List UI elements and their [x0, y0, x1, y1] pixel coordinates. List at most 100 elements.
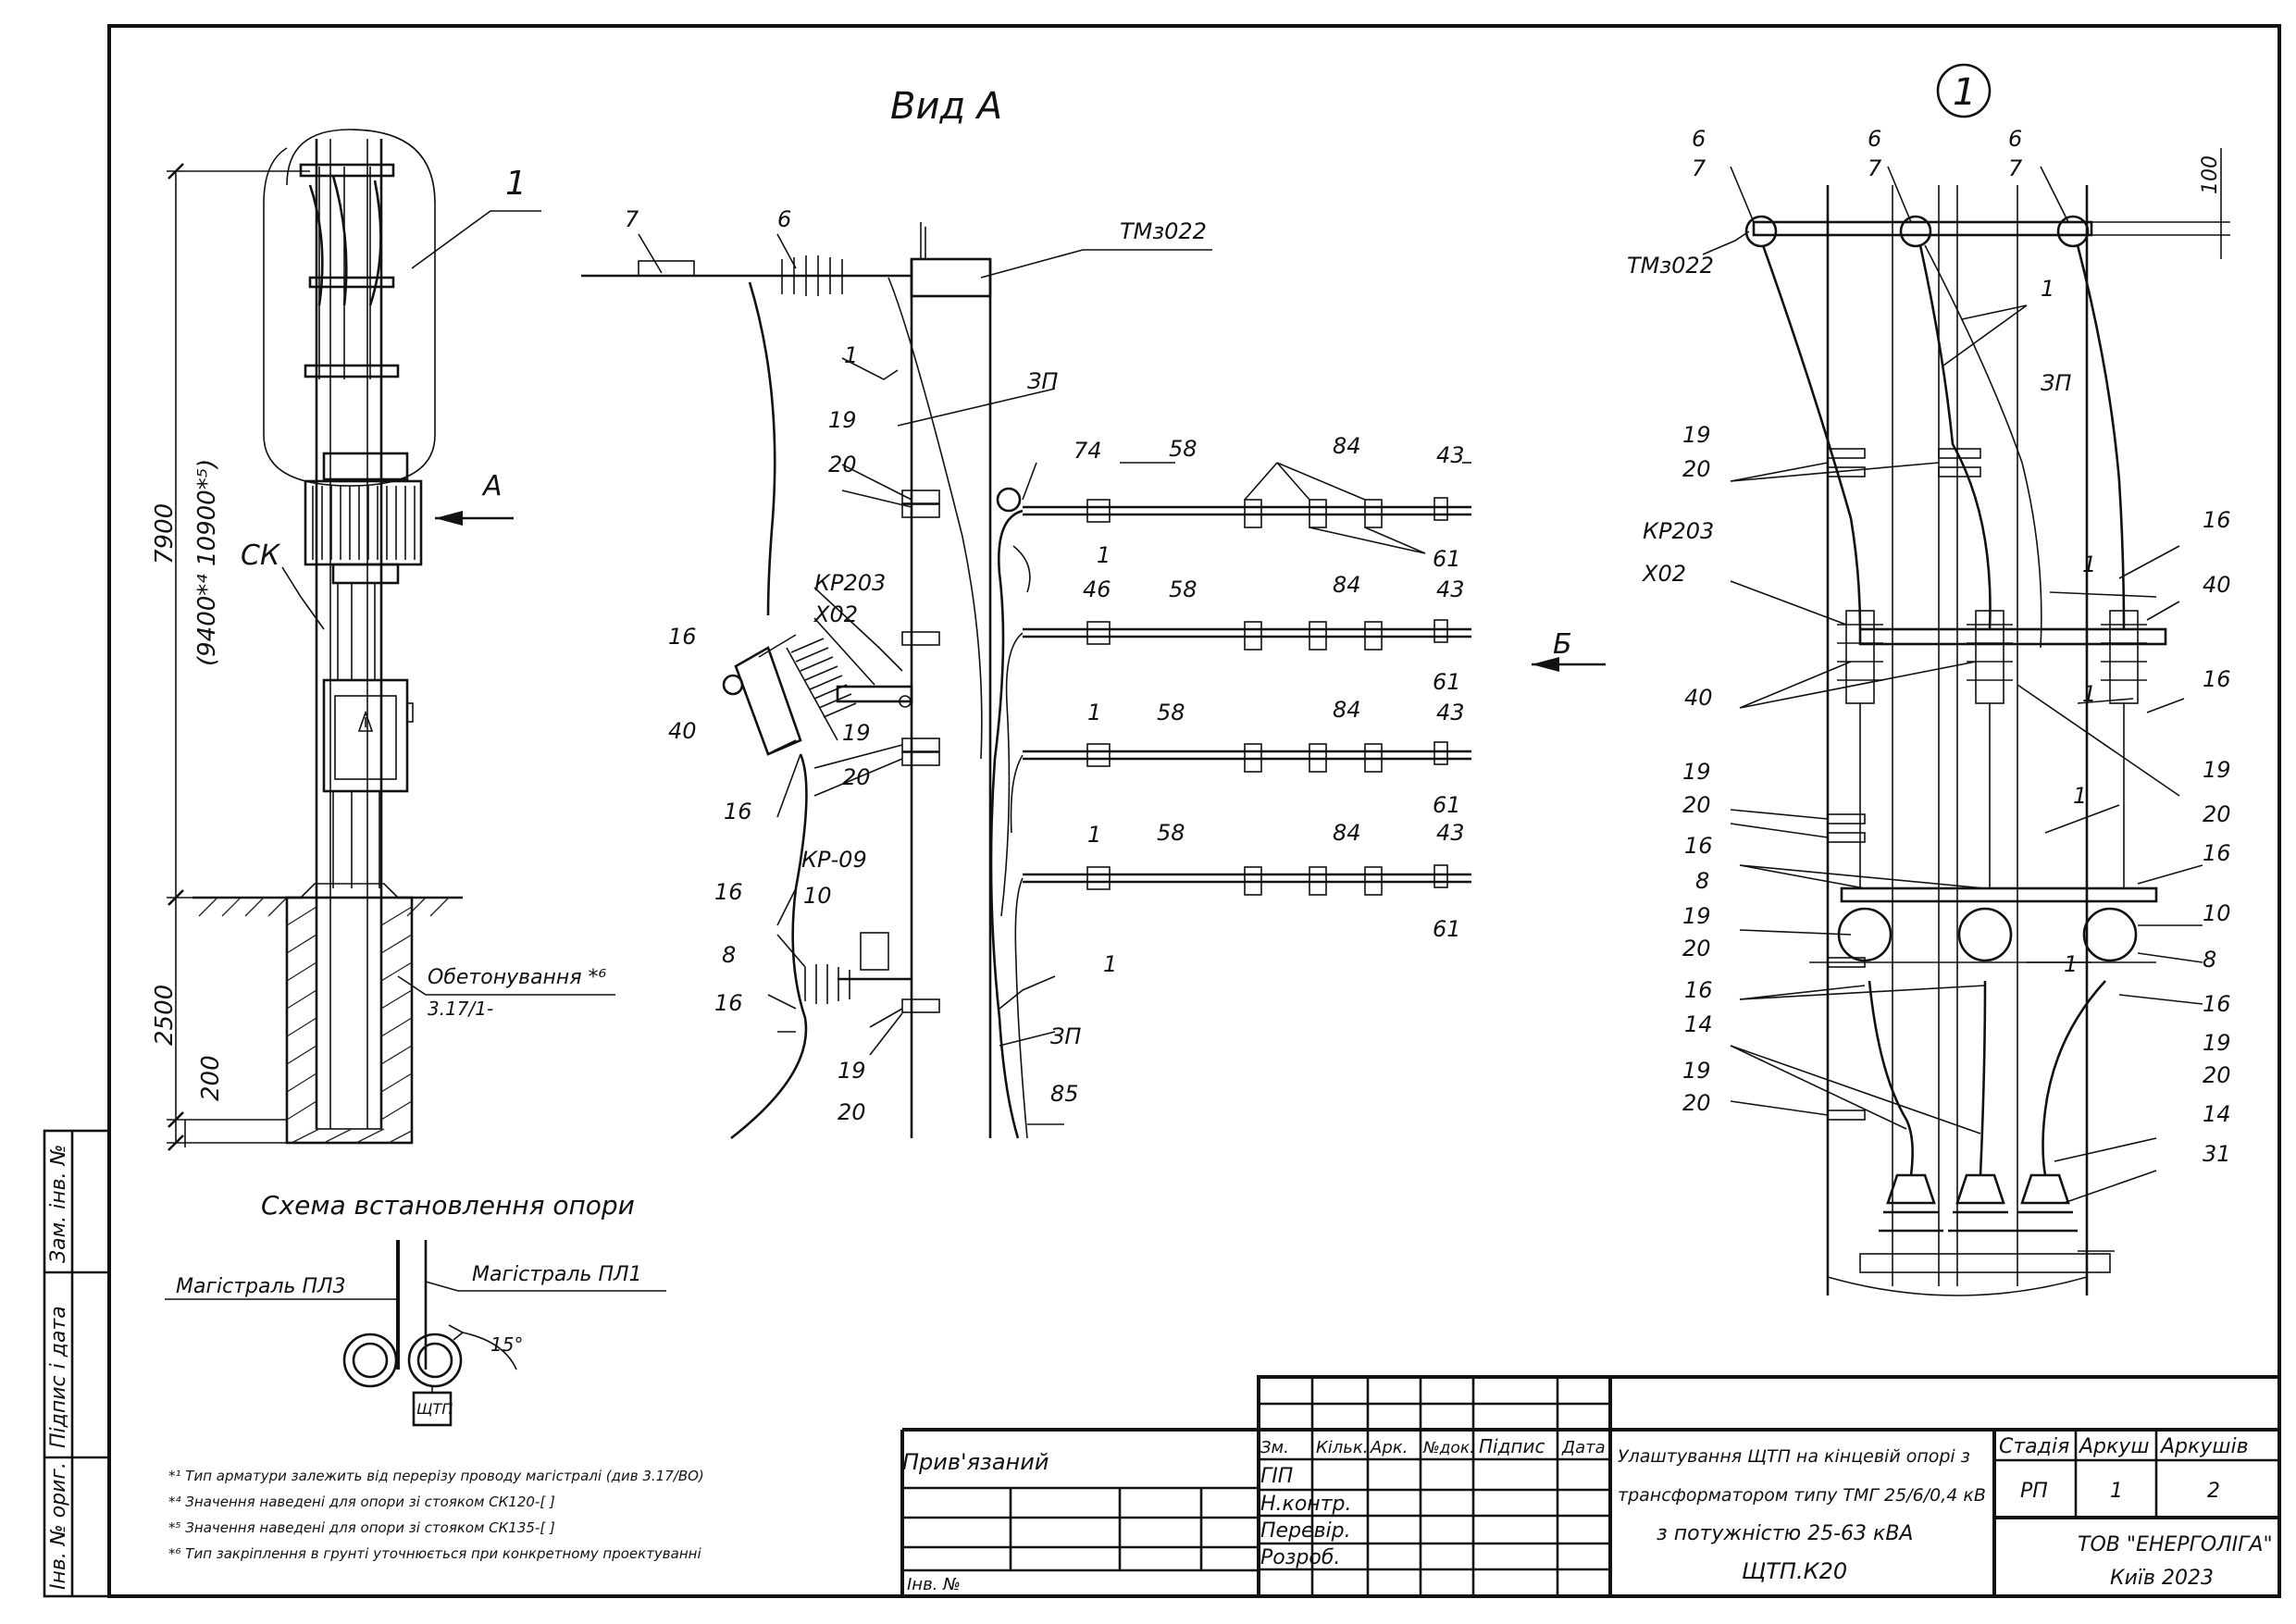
dim-2500: 2500 — [151, 985, 179, 1046]
callout-label: 84 — [1333, 433, 1361, 459]
callout-label: 19 — [1682, 759, 1711, 785]
svg-text:№док.: №док. — [1422, 1439, 1475, 1457]
callout-label: 8 — [1695, 868, 1709, 894]
concrete-ref: 3.17/1- — [428, 998, 493, 1020]
arrow-a-label: А — [481, 470, 503, 502]
callout-label: 58 — [1157, 820, 1185, 846]
scheme-pl3: Магістраль ПЛ3 — [176, 1275, 346, 1298]
callout-label: 19 — [1682, 903, 1711, 929]
callout-label: 58 — [1157, 700, 1185, 725]
callout-label: 74 — [1074, 438, 1102, 464]
tb-title-1: Улаштування ЩТП на кінцевій опорі з — [1618, 1446, 1970, 1467]
detail-1-outline — [263, 129, 436, 487]
callout-label: 10 — [2203, 900, 2231, 926]
callout-label: 85 — [1050, 1081, 1079, 1107]
right-view-pole — [1744, 148, 2230, 1296]
callout-label: 19 — [2203, 757, 2231, 783]
callout-label: 16 — [1684, 977, 1713, 1003]
callout-label: 19 — [842, 720, 871, 746]
svg-text:Аркуш: Аркуш — [2078, 1435, 2149, 1458]
svg-text:2: 2 — [2207, 1480, 2220, 1503]
dim-200: 200 — [197, 1055, 225, 1101]
tb-title-3: з потужністю 25-63 кВА — [1657, 1522, 1913, 1545]
svg-text:*⁶ Тип закріплення в грунті ут: *⁶ Тип закріплення в грунті уточнюється … — [168, 1545, 701, 1562]
callout-label: 7 — [625, 206, 639, 232]
callout-label: 40 — [2203, 572, 2231, 598]
svg-text:РП: РП — [2020, 1480, 2048, 1503]
callout-label: 16 — [2203, 991, 2231, 1017]
callout-label: 1 — [2082, 681, 2096, 707]
svg-text:Кільк.: Кільк. — [1316, 1438, 1369, 1457]
title-block-text: Прив'язаний Інв. № Зм. Кільк. Арк. №док.… — [902, 1435, 2273, 1594]
svg-text:*⁵ Значення наведені для опори: *⁵ Значення наведені для опори зі стояко… — [168, 1519, 555, 1536]
svg-text:Розроб.: Розроб. — [1260, 1546, 1340, 1569]
callout-label: 8 — [722, 942, 736, 968]
svg-text:*¹ Тип арматури залежить від п: *¹ Тип арматури залежить від перерізу пр… — [168, 1468, 704, 1484]
callout-label: 40 — [1684, 685, 1713, 711]
scheme-pl1: Магістраль ПЛ1 — [472, 1263, 642, 1286]
callout-label: 1 — [2041, 276, 2054, 302]
callout-label: 20 — [1682, 936, 1711, 961]
callout-label: 1 — [1097, 542, 1111, 568]
callout-label: 1 — [1103, 951, 1117, 977]
callout-label: 31 — [2203, 1141, 2231, 1167]
dim-variants: (9400*⁴ 10900*⁵) — [193, 459, 221, 666]
svg-text:Дата: Дата — [1561, 1438, 1606, 1457]
svg-text:ГІП: ГІП — [1260, 1465, 1293, 1488]
callout-label: 1 — [2064, 951, 2078, 977]
svg-text:Аркушів: Аркушів — [2159, 1435, 2249, 1458]
scheme-diagram — [165, 1240, 666, 1427]
callout-label: 6 — [1692, 126, 1706, 152]
svg-text:1: 1 — [2110, 1480, 2123, 1503]
detail-circle — [1936, 63, 1992, 118]
callout-label: 20 — [1682, 456, 1711, 482]
foundation — [285, 896, 414, 1145]
callout-label: 43 — [1436, 820, 1465, 846]
callout-label: 20 — [2203, 1062, 2231, 1088]
callout-label: 46 — [1083, 576, 1111, 602]
dim-7900: 7900 — [151, 503, 179, 564]
callout-label: 84 — [1333, 697, 1361, 723]
callout-label: 43 — [1436, 442, 1465, 468]
svg-text:Перевір.: Перевір. — [1260, 1519, 1351, 1543]
left-view-pole — [167, 129, 615, 1151]
tb-code: ЩТП.К20 — [1742, 1558, 1847, 1584]
callout-label: 16 — [668, 624, 697, 650]
scheme-shtp-label: ЩТП — [416, 1400, 453, 1418]
right-tmz: ТМз022 — [1627, 253, 1714, 279]
callout-label: 19 — [1682, 422, 1711, 448]
callout-label: 7 — [2008, 155, 2023, 181]
svg-text:*⁴ Значення наведені для опори: *⁴ Значення наведені для опори зі стояко… — [168, 1494, 555, 1510]
right-leaders — [1702, 166, 2203, 1204]
middle-leaders — [638, 233, 1471, 1125]
callout-label: ЗП — [1027, 368, 1058, 394]
callout-label: 16 — [1684, 833, 1713, 859]
callout-label: 20 — [828, 452, 857, 477]
side-inv-orig: Інв. № ориг. — [47, 1462, 70, 1590]
svg-text:Н.контр.: Н.контр. — [1260, 1493, 1351, 1516]
tb-city: Київ 2023 — [2110, 1567, 2214, 1590]
side-zam-inv: Зам. інв. № — [47, 1145, 70, 1264]
right-labels: 6 7 6 7 6 7 100 ТМз022 19 20 КР203 Х02 4… — [1627, 126, 2231, 1167]
callout-label: 16 — [2203, 840, 2231, 866]
callout-label: 16 — [2203, 507, 2231, 533]
svg-text:Стадія: Стадія — [1999, 1435, 2069, 1458]
callout-label: 61 — [1433, 669, 1461, 695]
callout-label: 61 — [1433, 546, 1461, 572]
notes: *¹ Тип арматури залежить від перерізу пр… — [168, 1468, 704, 1562]
arrester-body — [734, 646, 802, 756]
callout-label: 6 — [777, 206, 791, 232]
callout-label: 7 — [1692, 155, 1706, 181]
callout-label: 43 — [1436, 576, 1465, 602]
callout-label: 19 — [838, 1058, 866, 1084]
dim-100: 100 — [2199, 155, 2222, 194]
label-ck: СК — [241, 539, 281, 572]
callout-label: 19 — [828, 407, 857, 433]
svg-text:Зм.: Зм. — [1260, 1438, 1289, 1457]
callout-label: 14 — [1684, 1011, 1713, 1037]
callout-label: 16 — [714, 879, 743, 905]
callout-label: ТМз022 — [1120, 218, 1207, 244]
callout-label: 84 — [1333, 572, 1361, 598]
